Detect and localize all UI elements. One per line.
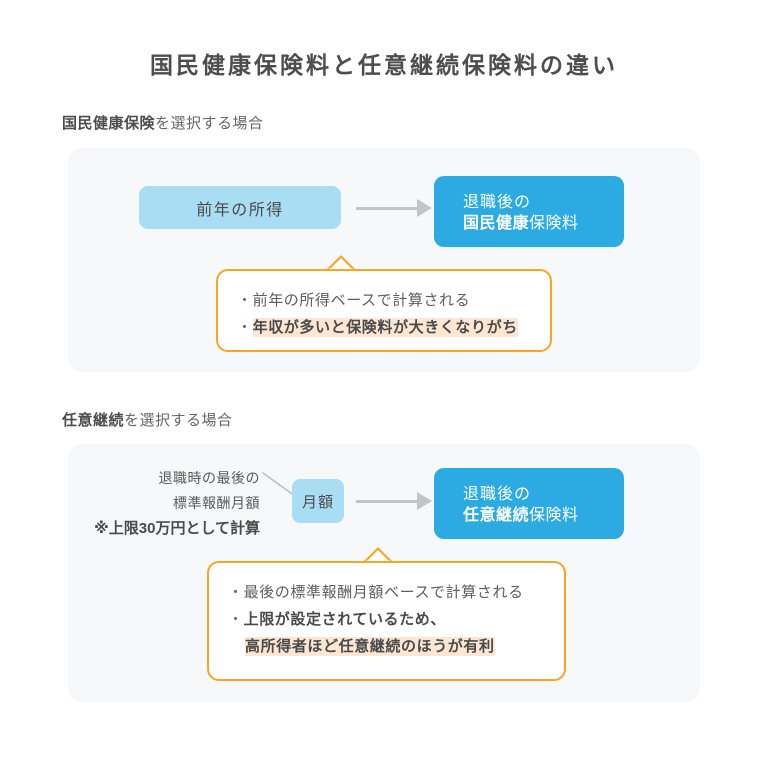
- arrow-head: [417, 199, 432, 217]
- callout-bullet: ・: [228, 611, 244, 628]
- result-box-line-bottom: 任意継続保険料: [463, 505, 624, 527]
- section-heading-nini-keizoku: 任意継続を選択する場合: [62, 409, 233, 430]
- callout-line-2: ・年収が多いと保険料が大きくなりがち: [237, 314, 550, 341]
- callout-line-2: ・上限が設定されているため、: [228, 606, 564, 633]
- arrow-head: [417, 492, 432, 510]
- callout-bold-text: 上限が設定されているため、: [243, 611, 446, 628]
- callout-voluntary-continuation: ・最後の標準報酬月額ベースで計算される ・上限が設定されているため、 高所得者ほ…: [207, 561, 566, 681]
- callout-bullet: ・: [228, 584, 244, 601]
- arrow-shaft: [356, 206, 417, 210]
- result-box-national-health-insurance-premium: 退職後の 国民健康保険料: [434, 176, 624, 247]
- result-box-line-top: 退職後の: [463, 194, 532, 211]
- callout-line-1: ・前年の所得ベースで計算される: [237, 287, 550, 314]
- result-box-rest: 保険料: [529, 507, 579, 524]
- result-box-line-top: 退職後の: [463, 486, 532, 503]
- result-box-voluntary-continuation-premium: 退職後の 任意継続保険料: [434, 468, 624, 539]
- arrow-shaft: [356, 499, 417, 503]
- callout-highlighted-text: 高所得者ほど任意継続のほうが有利: [245, 637, 495, 656]
- callout-highlighted-text: 年収が多いと保険料が大きくなりがち: [252, 318, 518, 337]
- chip-previous-year-income: 前年の所得: [139, 186, 341, 229]
- connector-line-icon: [262, 472, 296, 497]
- callout-notch-icon-2: [363, 547, 393, 565]
- callout-bullet: ・: [237, 292, 253, 309]
- note-line-2: 標準報酬月額: [173, 495, 260, 511]
- note-standard-monthly-remuneration: 退職時の最後の 標準報酬月額 ※上限30万円として計算: [70, 466, 260, 541]
- result-box-strong: 任意継続: [463, 507, 530, 524]
- callout-line-1: ・最後の標準報酬月額ベースで計算される: [228, 579, 564, 606]
- callout-text: 前年の所得ベースで計算される: [252, 292, 471, 309]
- callout-national-health-insurance: ・前年の所得ベースで計算される ・年収が多いと保険料が大きくなりがち: [216, 269, 552, 352]
- result-box-rest: 保険料: [529, 215, 579, 232]
- section-heading-strong: 国民健康保険: [62, 115, 156, 132]
- section-heading-rest: を選択する場合: [155, 115, 264, 132]
- flow-arrow-icon-2: [356, 491, 432, 511]
- callout-body-2: ・最後の標準報酬月額ベースで計算される ・上限が設定されているため、 高所得者ほ…: [209, 563, 564, 660]
- page-title: 国民健康保険料と任意継続保険料の違い: [150, 52, 618, 78]
- result-box-line-bottom: 国民健康保険料: [463, 213, 624, 235]
- callout-line-3: 高所得者ほど任意継続のほうが有利: [228, 633, 564, 660]
- callout-notch-icon-1: [326, 255, 356, 273]
- callout-text: 最後の標準報酬月額ベースで計算される: [243, 584, 524, 601]
- callout-bullet: ・: [237, 319, 253, 336]
- result-box-strong: 国民健康: [463, 215, 530, 232]
- chip-monthly-amount: 月額: [292, 479, 344, 523]
- flow-arrow-icon-1: [356, 198, 432, 218]
- section-heading-kokumin-kenko-hoken: 国民健康保険を選択する場合: [62, 112, 264, 133]
- section-heading-strong: 任意継続: [62, 412, 125, 429]
- note-line-3-cap: ※上限30万円として計算: [94, 520, 260, 537]
- callout-body-1: ・前年の所得ベースで計算される ・年収が多いと保険料が大きくなりがち: [218, 271, 550, 341]
- note-line-1: 退職時の最後の: [158, 470, 260, 486]
- section-heading-rest: を選択する場合: [124, 412, 233, 429]
